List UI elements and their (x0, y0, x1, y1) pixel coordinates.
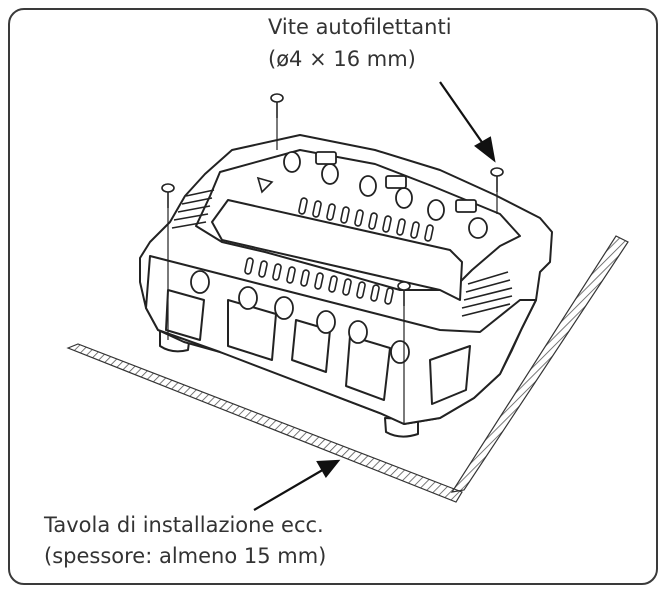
vent-right (461, 271, 513, 317)
front-recess (429, 345, 471, 405)
board-label-line-2: (spessore: almeno 15 mm) (44, 544, 327, 568)
screw-callout-arrow (439, 81, 487, 149)
tab (385, 175, 407, 189)
screws (161, 93, 504, 424)
bump (316, 310, 336, 334)
screw-front (397, 281, 411, 424)
bump (283, 151, 301, 173)
slot-row-upper (298, 197, 434, 242)
board-front-edge (66, 343, 463, 503)
direction-triangle-icon (256, 176, 274, 194)
board-callout-arrow (253, 467, 327, 511)
screw-top (270, 93, 284, 150)
arrowhead-icon (474, 136, 496, 163)
screw-left (161, 183, 175, 340)
bump (468, 217, 488, 239)
bump (274, 296, 294, 320)
bump (359, 175, 377, 197)
unit-tabs (315, 151, 477, 213)
arrowhead-icon (316, 459, 341, 478)
bump (390, 340, 410, 364)
screw-label-line-2: (ø4 × 16 mm) (268, 47, 416, 71)
vent-left (171, 189, 215, 229)
front-recess (165, 289, 205, 341)
unit-bumps (190, 151, 488, 364)
bump (427, 199, 445, 221)
bump (348, 320, 368, 344)
board-label-line-1: Tavola di installazione ecc. (44, 513, 324, 537)
bump (190, 270, 210, 294)
screw-label-line-1: Vite autofilettanti (268, 15, 452, 39)
screw-right (490, 167, 504, 214)
unit-center-channel (211, 199, 463, 301)
mounting-board (66, 235, 629, 503)
bump (321, 163, 339, 185)
bump (238, 286, 258, 310)
tab (315, 151, 337, 165)
tab (455, 199, 477, 213)
front-recess (227, 299, 277, 361)
board-right-edge (450, 235, 629, 493)
slot-row-lower (244, 257, 394, 305)
arrows (253, 81, 496, 511)
front-recess (345, 335, 391, 401)
bump (395, 187, 413, 209)
